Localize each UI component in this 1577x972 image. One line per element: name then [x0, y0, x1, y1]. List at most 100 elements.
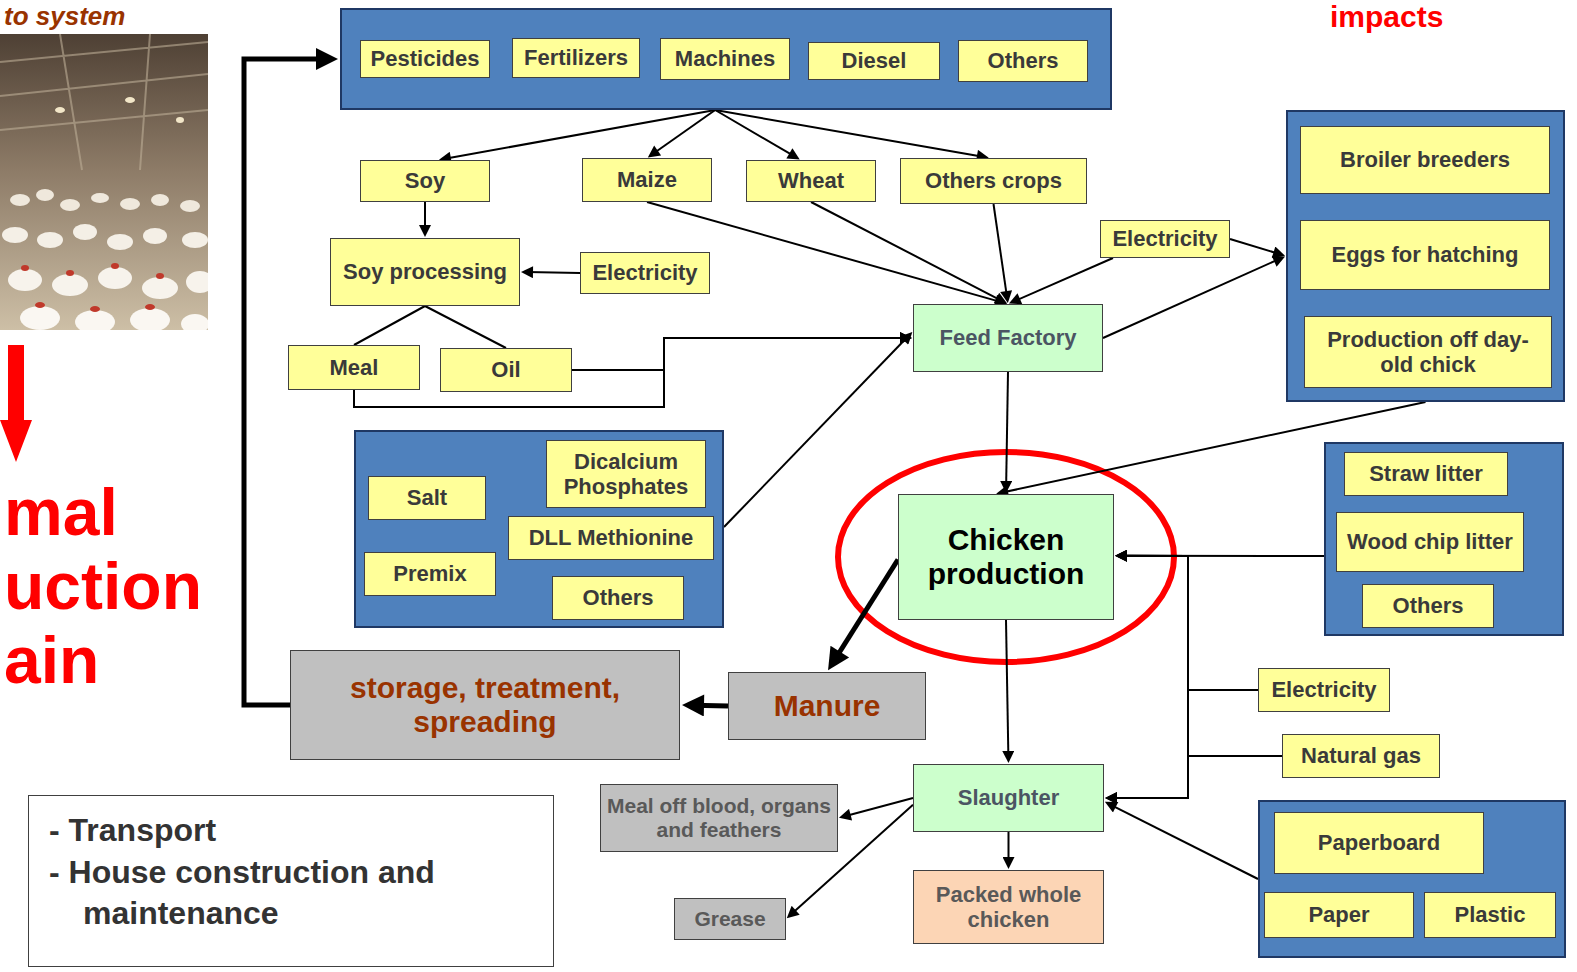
box-label: Meal off blood, organs and feathers — [607, 794, 831, 842]
byproduct-box: Meal off blood, organs and feathers — [600, 784, 838, 852]
connector — [354, 306, 425, 345]
box-label: Oil — [447, 357, 565, 382]
box-label: Chicken production — [905, 523, 1107, 592]
box-label: - Transport — [49, 810, 533, 852]
note-box: - Transport- House construction and main… — [28, 795, 554, 967]
box-label: DLL Methionine — [515, 525, 707, 550]
box-label: Fertilizers — [519, 45, 633, 70]
box-label: Others — [559, 585, 677, 610]
box-label: Manure — [735, 689, 919, 724]
connector — [834, 560, 898, 661]
connector — [1111, 756, 1282, 798]
connector — [1121, 556, 1258, 690]
chicken-house-photo — [0, 34, 208, 330]
byproduct-box: Grease — [674, 898, 786, 940]
input-box: Straw litter — [1344, 452, 1508, 496]
box-label: Wood chip litter — [1343, 529, 1517, 554]
box-label: Pesticides — [367, 46, 483, 71]
input-box: Soy processing — [330, 238, 520, 306]
process-box: Feed Factory — [913, 304, 1103, 372]
box-label: Grease — [681, 907, 779, 931]
input-box: DLL Methionine — [508, 516, 714, 560]
box-label: Dicalcium Phosphates — [553, 449, 699, 500]
connector — [445, 110, 715, 159]
connector — [994, 204, 1007, 297]
connector — [653, 110, 715, 154]
input-box: Machines — [660, 38, 790, 80]
box-label: Premix — [371, 561, 489, 586]
box-label: Others crops — [907, 168, 1080, 193]
connector — [527, 271, 580, 274]
connector — [425, 306, 506, 348]
input-box: Premix — [364, 552, 496, 596]
input-box: Electricity — [1258, 668, 1390, 712]
box-label: Paperboard — [1281, 830, 1477, 855]
box-label: Machines — [667, 46, 783, 71]
connector — [811, 202, 1002, 301]
connector — [1110, 805, 1258, 879]
box-label: Others — [965, 48, 1081, 73]
connector — [1006, 372, 1008, 487]
box-label: - House construction and maintenance — [49, 852, 533, 935]
process-box: Chicken production — [898, 494, 1114, 620]
input-box: Salt — [368, 476, 486, 520]
group-panel: Pesticides Fertilizers Machines Diesel Other… — [340, 8, 1112, 110]
box-label: Others — [1369, 593, 1487, 618]
box-label: Diesel — [815, 48, 933, 73]
box-label: Electricity — [1107, 226, 1223, 251]
connector — [1008, 832, 1010, 863]
box-label: Meal — [295, 355, 413, 380]
box-label: Electricity — [1265, 677, 1383, 702]
input-box: Others — [1362, 584, 1494, 628]
box-label: Electricity — [587, 260, 703, 285]
heading-fragment: mal uction ain — [4, 476, 219, 698]
input-box: Soy — [360, 160, 490, 202]
input-box: Meal — [288, 345, 420, 390]
box-label: Salt — [375, 485, 479, 510]
input-box: Others — [958, 40, 1088, 82]
connector — [1230, 239, 1279, 254]
input-box: Plastic — [1424, 892, 1556, 938]
input-box: Others — [552, 576, 684, 620]
input-box: Diesel — [808, 42, 940, 80]
input-box: Natural gas — [1282, 734, 1440, 778]
group-panel: Salt Dicalcium PhosphatesDLL MethioninePr… — [354, 430, 724, 628]
connector — [354, 338, 906, 407]
heading-fragment: impacts — [1330, 0, 1570, 33]
product-box: Packed whole chicken — [913, 870, 1104, 944]
input-box: Others crops — [900, 158, 1087, 204]
box-label: Broiler breeders — [1307, 147, 1543, 172]
box-label: Soy processing — [337, 259, 513, 284]
group-panel: PaperboardPaper Plastic — [1258, 800, 1566, 958]
manure-box: Manure — [728, 672, 926, 740]
connector — [572, 338, 906, 370]
input-box: Eggs for hatching — [1300, 220, 1550, 290]
down-arrow — [0, 345, 32, 462]
box-label: Wheat — [753, 168, 869, 193]
box-label: Natural gas — [1289, 743, 1433, 768]
connector — [724, 336, 908, 527]
group-panel: Broiler breedersEggs for hatchingProduct… — [1286, 110, 1565, 402]
box-label: Paper — [1271, 902, 1407, 927]
connector — [715, 110, 983, 157]
connector — [424, 202, 426, 231]
input-box: Pesticides — [360, 40, 490, 78]
box-label: Straw litter — [1351, 461, 1501, 486]
process-box: Slaughter — [913, 764, 1104, 832]
box-label: Plastic — [1431, 902, 1549, 927]
input-box: Paperboard — [1274, 812, 1484, 874]
connector — [1014, 258, 1113, 301]
heading-fragment: to system — [4, 2, 224, 32]
box-label: storage, treatment, spreading — [297, 671, 673, 740]
box-label: Packed whole chicken — [920, 882, 1097, 933]
input-box: Production off day-old chick — [1304, 316, 1552, 388]
group-panel: Straw litterWood chip litterOthers — [1324, 442, 1564, 636]
input-box: Oil — [440, 348, 572, 392]
input-box: Electricity — [580, 252, 710, 294]
box-label: Eggs for hatching — [1307, 242, 1543, 267]
connector — [693, 703, 728, 709]
input-box: Maize — [582, 158, 712, 202]
input-box: Wood chip litter — [1336, 512, 1524, 572]
box-label: Production off day-old chick — [1311, 327, 1545, 378]
connector — [1111, 690, 1258, 798]
